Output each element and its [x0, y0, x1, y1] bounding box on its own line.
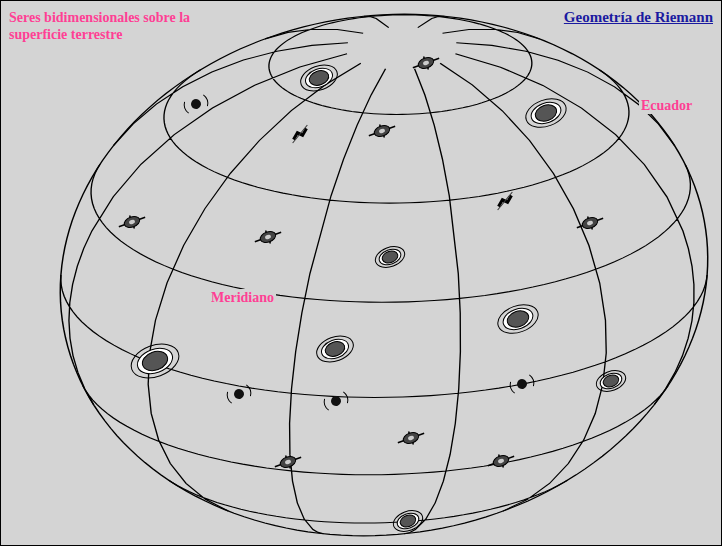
flat-being [366, 120, 397, 143]
flat-being [272, 451, 303, 474]
flat-being [574, 212, 605, 235]
flat-being [372, 243, 407, 271]
flat-being [494, 192, 517, 210]
flat-being [116, 211, 147, 234]
globe [26, 1, 721, 545]
flat-being [226, 384, 253, 403]
flat-being [390, 507, 425, 535]
title-link: Geometría de Riemann [562, 9, 715, 26]
flat-being [323, 391, 350, 410]
flat-being [485, 450, 516, 473]
flat-being [509, 374, 536, 393]
meridian-label: Meridiano [209, 289, 276, 306]
flat-being [252, 226, 283, 249]
annotation: Seres bidimensionales sobre la superfici… [7, 9, 211, 43]
flat-being [289, 125, 312, 143]
flat-being [410, 52, 441, 75]
flat-being [593, 367, 628, 395]
equator-label: Ecuador [639, 97, 694, 114]
beings [116, 52, 628, 536]
flat-being [297, 60, 341, 96]
flat-being [395, 427, 426, 450]
flat-being [183, 94, 210, 113]
sphere-outline [26, 1, 721, 545]
flat-being [522, 93, 570, 132]
flat-being [313, 331, 357, 367]
flat-being [126, 338, 183, 384]
flat-being [494, 299, 542, 338]
